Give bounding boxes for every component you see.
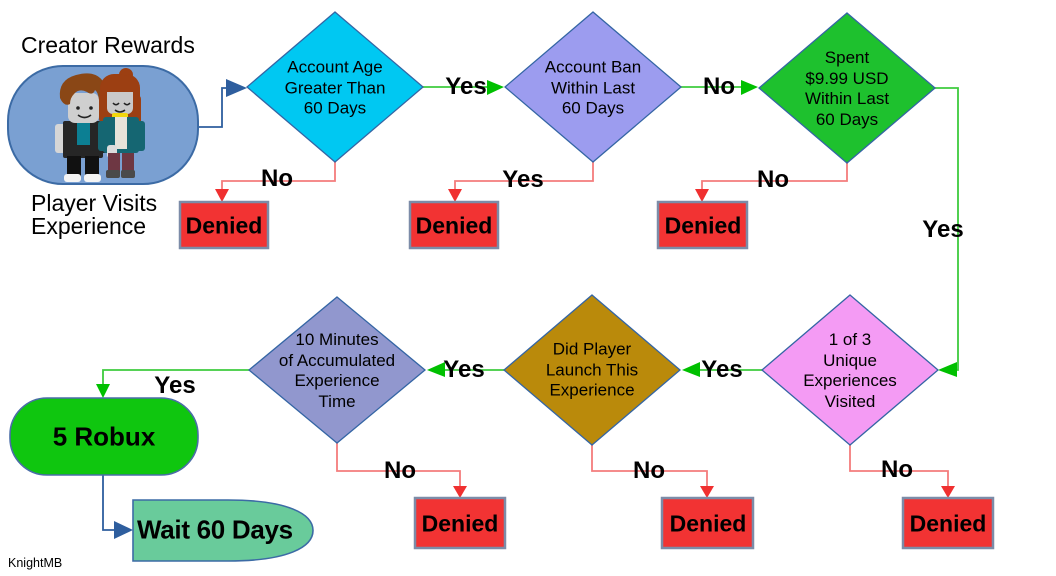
denied-label-4: Denied xyxy=(909,510,987,537)
denied-box-6-shape xyxy=(413,496,507,550)
roblox-avatars-icon xyxy=(55,68,145,182)
start-node-caption: Player Visits Experience xyxy=(31,190,158,239)
decision-launch-shape xyxy=(502,294,682,446)
arrowhead-spent-unique xyxy=(938,362,957,377)
edge-label-spent-no: No xyxy=(757,166,789,193)
arrowhead-time-robux xyxy=(96,384,110,398)
edge-label-accountban-no: No xyxy=(703,73,735,100)
edge-label-time-no: No xyxy=(384,457,416,484)
decision-spent-shape xyxy=(757,12,937,164)
arrowhead-accountban-denied2 xyxy=(448,189,462,202)
wait-node-shape xyxy=(132,499,314,562)
arrowhead-unique-launch xyxy=(682,362,700,377)
denied-label-1: Denied xyxy=(185,212,263,239)
edge-robux-wait xyxy=(102,475,114,531)
arrowhead-accountage-accountban xyxy=(487,80,504,95)
robux-node-shape xyxy=(9,397,199,476)
avatar-girl xyxy=(98,68,145,178)
edge-label-accountban-yes: Yes xyxy=(502,166,544,193)
denied-label-3: Denied xyxy=(664,212,742,239)
decision-account-age-label: Account Age Greater Than 60 Days xyxy=(284,57,386,118)
edge-accountban-denied2 xyxy=(454,162,594,189)
wait-label: Wait 60 Days xyxy=(137,514,293,545)
denied-label-6: Denied xyxy=(421,510,499,537)
arrowhead-launch-time xyxy=(427,362,445,377)
arrowhead-accountban-spent xyxy=(741,80,758,95)
edge-label-spent-yes: Yes xyxy=(922,216,964,243)
edge-label-unique-yes: Yes xyxy=(701,356,743,383)
decision-accumulated-time-shape xyxy=(247,296,427,444)
arrowhead-time-denied6 xyxy=(453,486,467,498)
edge-unique-denied4 xyxy=(849,445,949,486)
decision-account-age-shape xyxy=(245,11,425,163)
decision-spent-label: Spent $9.99 USD Within Last 60 Days xyxy=(804,48,890,129)
edge-spent-unique xyxy=(935,87,959,371)
edge-start-accountage xyxy=(198,87,226,128)
decision-unique-experiences-shape xyxy=(760,294,940,446)
edge-spent-denied3 xyxy=(701,163,848,189)
denied-box-1-shape xyxy=(178,200,270,250)
denied-label-5: Denied xyxy=(669,510,747,537)
edge-time-denied6 xyxy=(336,443,461,486)
denied-label-2: Denied xyxy=(415,212,493,239)
edge-label-launch-no: No xyxy=(633,457,665,484)
decision-unique-experiences-label: 1 of 3 Unique Experiences Visited xyxy=(803,330,897,411)
edge-label-time-yes: Yes xyxy=(154,372,196,399)
denied-box-5-shape xyxy=(660,496,755,550)
edge-label-unique-no: No xyxy=(881,456,913,483)
arrowhead-unique-denied4 xyxy=(941,486,955,498)
decision-account-ban-label: Account Ban Within Last 60 Days xyxy=(544,57,642,118)
arrowhead-accountage-denied1 xyxy=(215,189,229,202)
robux-label: 5 Robux xyxy=(52,421,156,452)
decision-launch-label: Did Player Launch This Experience xyxy=(545,339,639,400)
edge-accountage-denied1 xyxy=(221,162,336,189)
page-title: Creator Rewards xyxy=(21,32,195,58)
arrowhead-launch-denied5 xyxy=(700,486,714,498)
denied-box-3-shape xyxy=(656,200,749,250)
denied-box-2-shape xyxy=(408,200,500,250)
denied-box-4-shape xyxy=(901,496,995,550)
edge-label-launch-yes: Yes xyxy=(443,356,485,383)
edge-label-accountage-no: No xyxy=(261,165,293,192)
decision-account-ban-shape xyxy=(503,11,683,163)
decision-accumulated-time-label: 10 Minutes of Accumulated Experience Tim… xyxy=(278,330,396,411)
arrowhead-spent-denied3 xyxy=(695,189,709,202)
credit-knightmb: KnightMB xyxy=(8,556,63,570)
edge-time-robux xyxy=(102,369,249,384)
arrowhead-robux-wait xyxy=(114,521,133,539)
arrowhead-start-accountage xyxy=(226,79,247,97)
edge-label-accountage-yes: Yes xyxy=(445,73,487,100)
edge-launch-denied5 xyxy=(591,445,708,486)
